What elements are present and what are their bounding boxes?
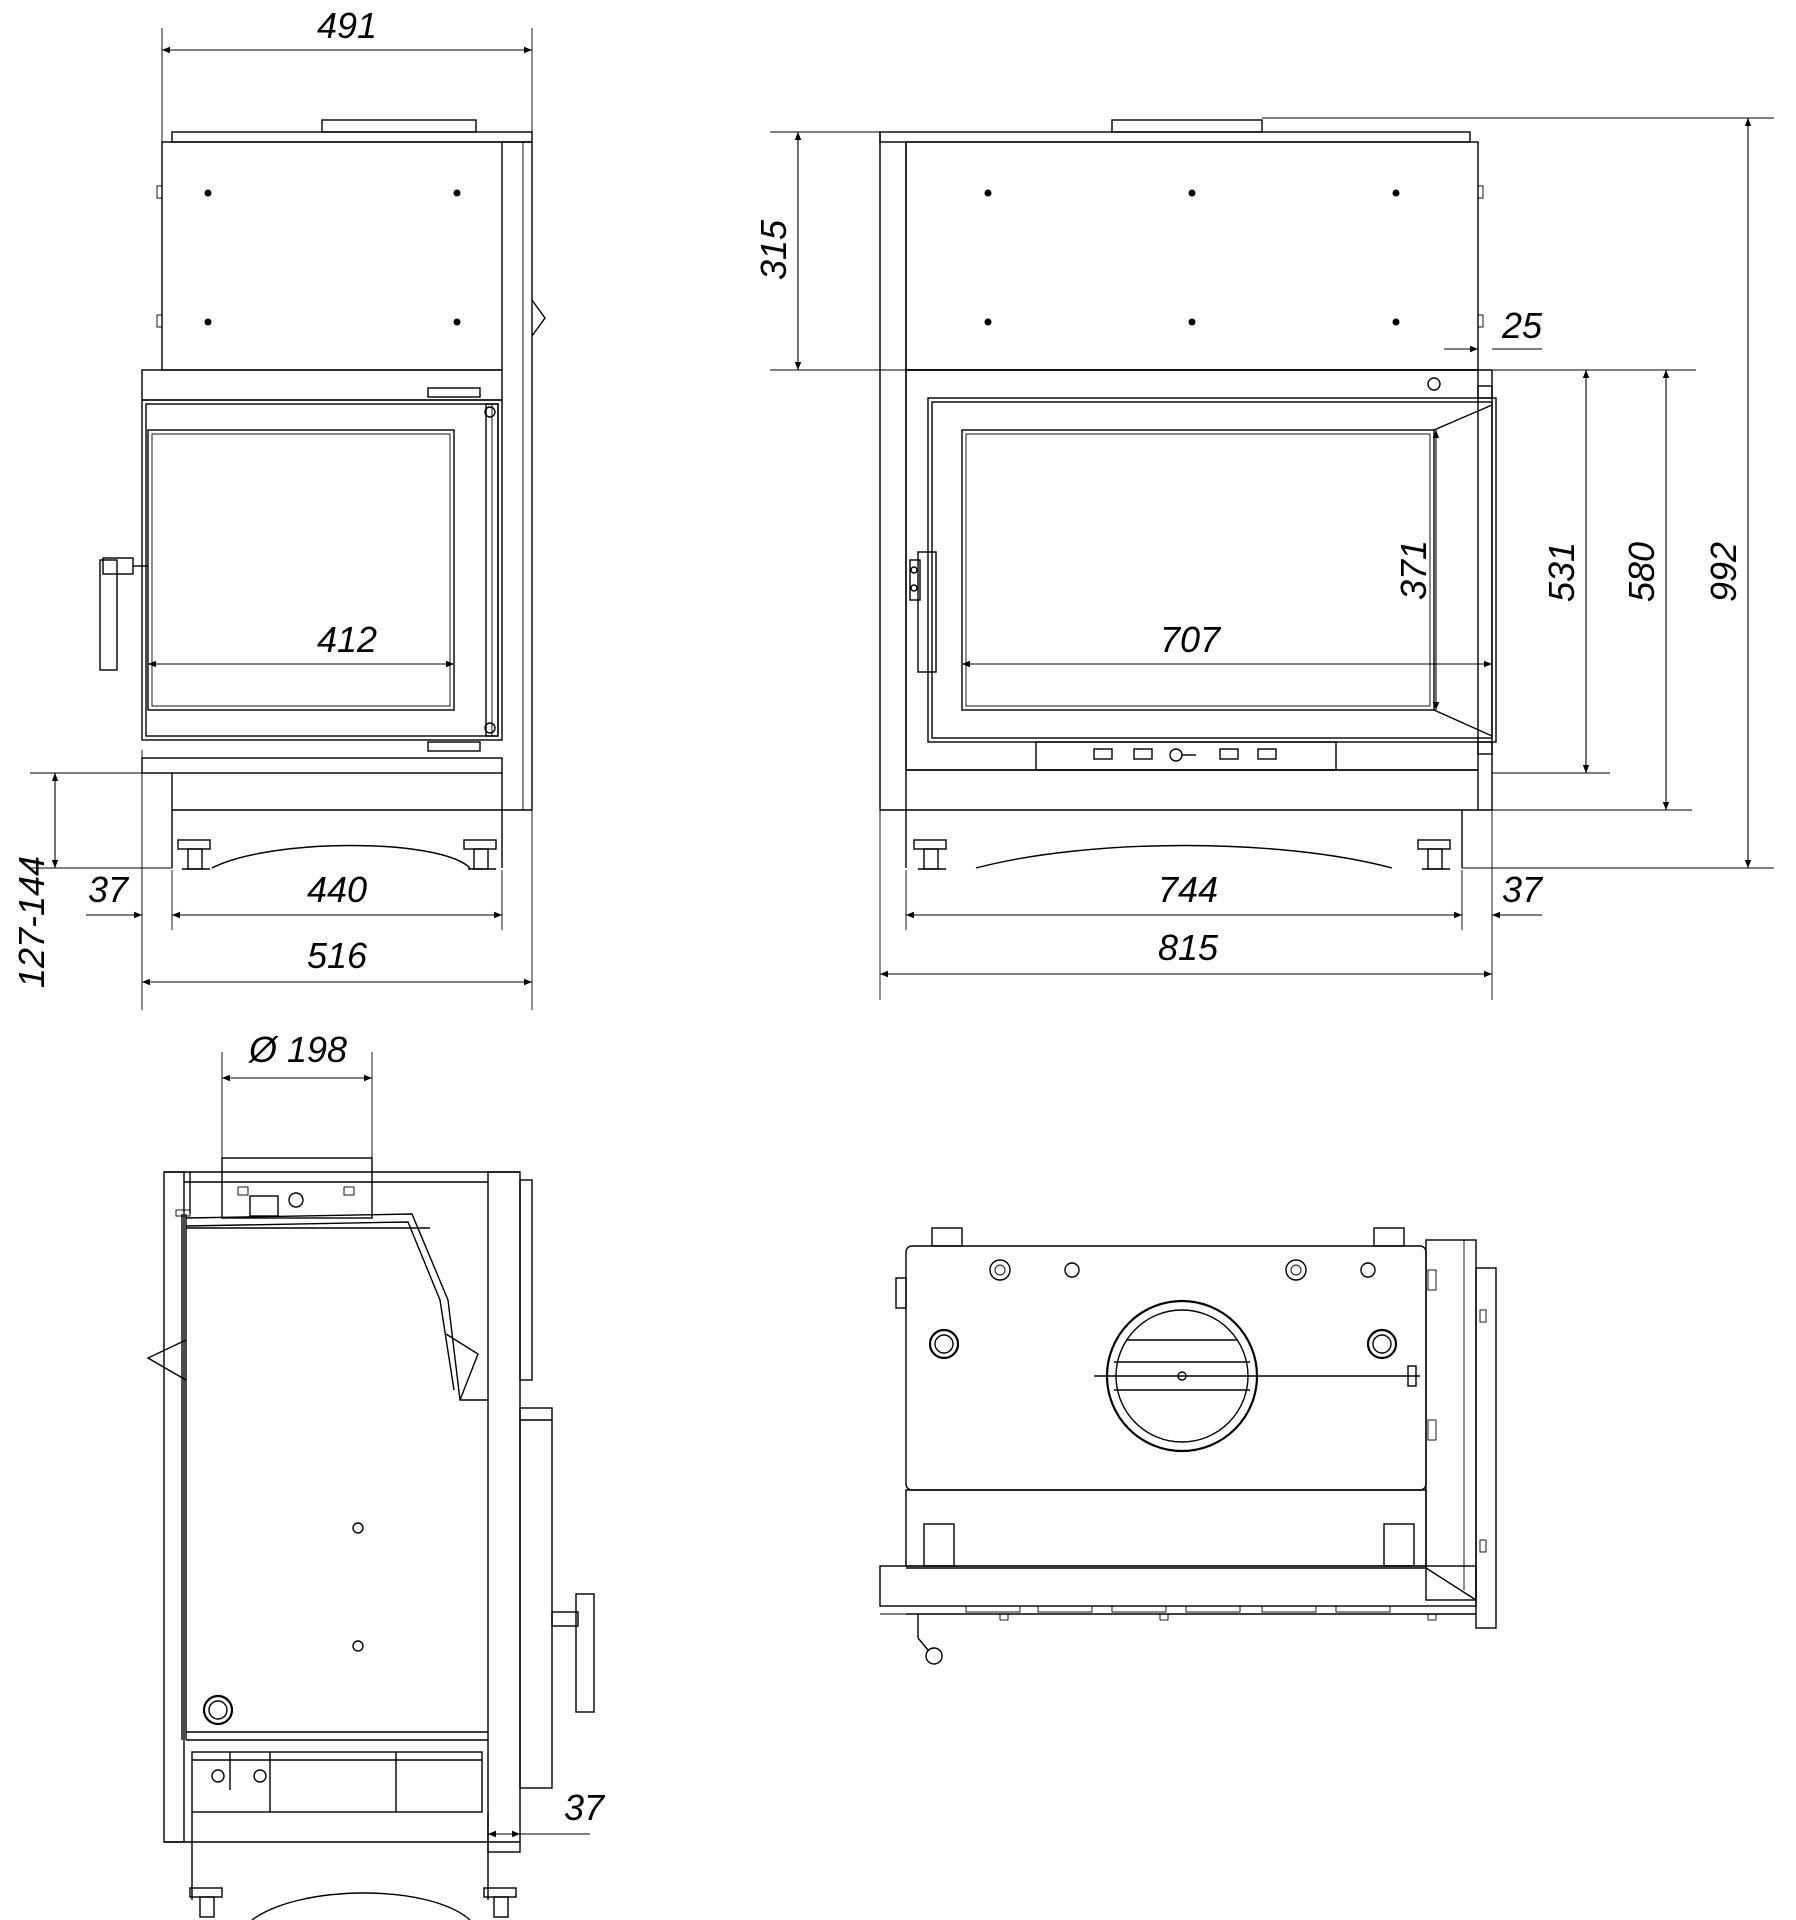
dim-front-overall-width: 491: [317, 5, 377, 46]
dim-side-total-width: 815: [1158, 927, 1219, 968]
dim-front-base-width: 440: [307, 869, 367, 910]
top-view: [879, 1227, 1497, 1665]
dim-side-top-offset: 25: [1501, 305, 1543, 346]
section-view: Ø 198: [146, 1029, 606, 1920]
dim-side-base-height: 580: [1621, 542, 1662, 602]
dim-side-base-width: 744: [1158, 869, 1218, 910]
side-view: 315 25 371 707 531 580 992 744 37: [753, 117, 1774, 1000]
dim-side-glass-width: 707: [1160, 619, 1222, 660]
dim-side-glass-height: 371: [1393, 540, 1434, 600]
dim-flue-diameter: Ø 198: [248, 1029, 347, 1070]
dim-side-total-height: 992: [1703, 542, 1744, 602]
dim-side-top-height: 315: [753, 219, 794, 280]
dim-front-total-width: 516: [307, 935, 368, 976]
front-view: 491 412 127-144 37 440 516: [11, 5, 546, 1010]
dim-side-door-height: 531: [1541, 542, 1582, 602]
dim-front-glass-width: 412: [317, 619, 377, 660]
dim-leg-height-range: 127-144: [11, 856, 52, 988]
dim-front-side-offset: 37: [88, 869, 130, 910]
dim-section-offset: 37: [564, 1787, 606, 1828]
dim-side-right-offset: 37: [1502, 869, 1544, 910]
